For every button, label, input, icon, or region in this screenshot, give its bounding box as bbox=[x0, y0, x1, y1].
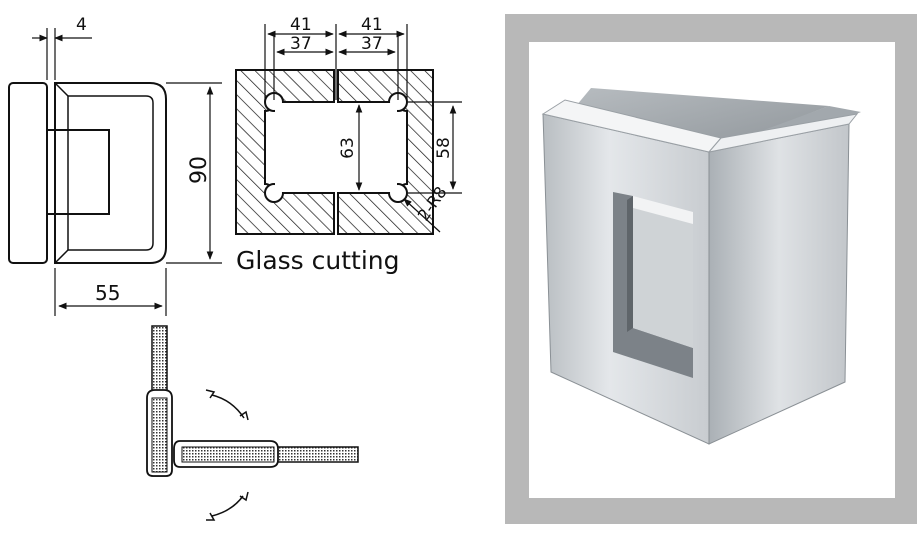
product-photo bbox=[541, 88, 861, 445]
hinge-right-face bbox=[708, 123, 850, 445]
dim-inner-right-label: 37 bbox=[361, 34, 383, 54]
rotate-arrow-icon bbox=[206, 491, 249, 521]
rotate-arrow-icon bbox=[205, 389, 249, 421]
radius-leader bbox=[403, 198, 441, 233]
dim-cut-height-right-label: 58 bbox=[434, 137, 454, 159]
hinge-plate bbox=[8, 82, 48, 264]
dim-cut-height-right bbox=[408, 101, 462, 194]
dim-cut-height-left-label: 63 bbox=[338, 137, 358, 159]
glass-slab-left bbox=[571, 88, 829, 152]
glass-cutting-caption: Glass cutting bbox=[236, 246, 400, 275]
technical-drawing: 4 90 55 41 41 37 37 6 bbox=[8, 15, 462, 521]
hinge-body bbox=[54, 82, 167, 264]
dim-width-bottom bbox=[54, 268, 167, 316]
dim-height-left-label: 90 bbox=[187, 156, 212, 184]
hinge-body-inner bbox=[67, 95, 154, 251]
dim-gap-top-label: 4 bbox=[76, 15, 87, 35]
dim-glass-top bbox=[264, 24, 408, 100]
top-view-installation bbox=[146, 325, 359, 477]
dim-width-bottom-label: 55 bbox=[95, 281, 120, 305]
dim-outer-left-label: 41 bbox=[290, 15, 312, 35]
dim-outer-right-label: 41 bbox=[361, 15, 383, 35]
dim-inner-left-label: 37 bbox=[290, 34, 312, 54]
hinge-front-view bbox=[8, 82, 167, 264]
hinge-knuckle bbox=[46, 129, 110, 215]
dim-height-left bbox=[166, 82, 222, 264]
dim-gap-top bbox=[32, 28, 92, 80]
